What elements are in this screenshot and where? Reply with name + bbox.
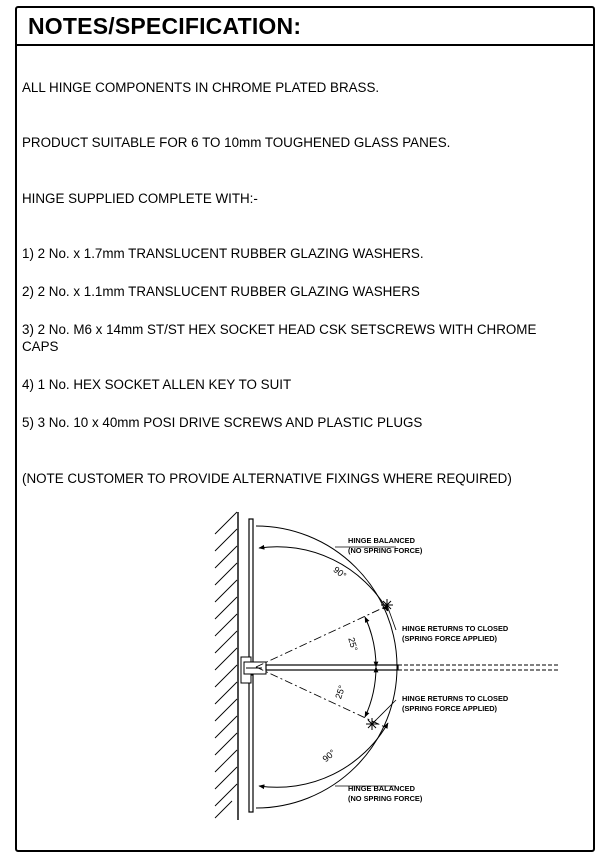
arc-25-upper	[364, 616, 379, 668]
arc-90-lower-dim	[258, 722, 389, 790]
lower-returns-label-2: (SPRING FORCE APPLIED)	[402, 704, 498, 713]
note-customer-fixings: (NOTE CUSTOMER TO PROVIDE ALTERNATIVE FI…	[22, 471, 512, 486]
note-item-1: 1) 2 No. x 1.7mm TRANSLUCENT RUBBER GLAZ…	[22, 246, 424, 261]
note-item-3: 3) 2 No. M6 x 14mm ST/ST HEX SOCKET HEAD…	[22, 322, 537, 354]
lower-returns-label-1: HINGE RETURNS TO CLOSED	[402, 694, 509, 703]
top-balanced-label-2: (NO SPRING FORCE)	[348, 546, 423, 555]
note-item-2: 2) 2 No. x 1.1mm TRANSLUCENT RUBBER GLAZ…	[22, 284, 420, 299]
note-supplied-with: HINGE SUPPLIED COMPLETE WITH:-	[22, 191, 258, 206]
arc-25-lower	[364, 666, 379, 718]
note-item-5: 5) 3 No. 10 x 40mm POSI DRIVE SCREWS AND…	[22, 415, 423, 430]
note-components: ALL HINGE COMPONENTS IN CHROME PLATED BR…	[22, 80, 380, 95]
angle-90-lower-label: 90°	[321, 747, 338, 764]
top-balanced-label-1: HINGE BALANCED	[348, 536, 416, 545]
leader-lines	[335, 546, 397, 787]
angle-line-lower	[255, 666, 388, 729]
angle-line-upper	[255, 605, 388, 668]
upper-returns-label-2: (SPRING FORCE APPLIED)	[402, 634, 498, 643]
glass-pane-upper	[248, 518, 254, 664]
glass-continuation-dashed	[398, 664, 558, 671]
bottom-balanced-label-1: HINGE BALANCED	[348, 784, 416, 793]
glass-pane-closed	[265, 664, 399, 671]
angle-25-upper-label: 25°	[346, 636, 359, 652]
bottom-balanced-label-2: (NO SPRING FORCE)	[348, 794, 423, 803]
note-glass-suitability: PRODUCT SUITABLE FOR 6 TO 10mm TOUGHENED…	[22, 135, 451, 150]
glass-pane-lower	[248, 674, 254, 813]
page-title: NOTES/SPECIFICATION:	[28, 13, 302, 39]
wall-hatching	[214, 511, 238, 819]
note-item-4: 4) 1 No. HEX SOCKET ALLEN KEY TO SUIT	[22, 377, 292, 392]
arc-90-upper-dim	[258, 544, 389, 612]
page-frame: NOTES/SPECIFICATION:	[15, 6, 595, 852]
angle-25-lower-label: 25°	[333, 684, 347, 700]
upper-returns-label-1: HINGE RETURNS TO CLOSED	[402, 624, 509, 633]
header-bar: NOTES/SPECIFICATION:	[17, 8, 593, 46]
